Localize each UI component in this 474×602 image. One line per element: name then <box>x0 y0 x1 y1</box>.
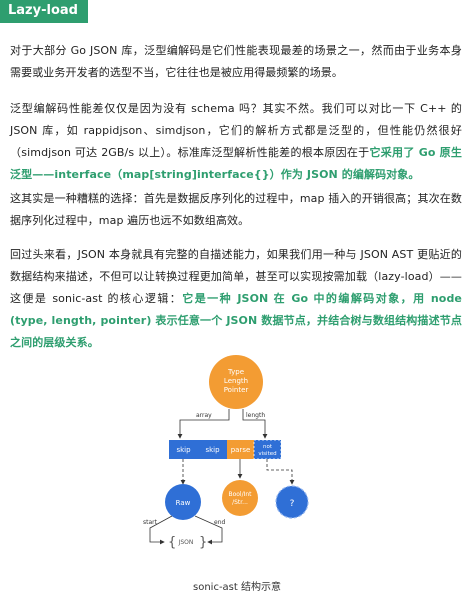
length-connector <box>242 409 268 439</box>
bool-label-1: Bool/Int <box>228 491 252 498</box>
cell-parse-label: parse <box>231 446 251 454</box>
start-connector <box>149 515 173 545</box>
json-label: JSON <box>178 539 194 546</box>
json-brace-right-icon: } <box>199 535 207 550</box>
length-label: length <box>246 412 265 419</box>
array-connector <box>177 409 230 439</box>
cell-parse <box>227 440 254 459</box>
paragraph-4-highlight: 它是一种 JSON 在 Go 中的编解码对象，用 node (type, len… <box>10 292 462 349</box>
not-visited-label-1: not <box>263 444 273 450</box>
paragraph-4-text: 回过头来看，JSON 本身就具有完整的自描述能力，如果我们用一种与 JSON A… <box>10 248 462 305</box>
root-label-length: Length <box>224 377 248 385</box>
root-label-pointer: Pointer <box>224 386 249 394</box>
paragraph-3: 这其实是一种糟糕的选择：首先是数据反序列化的过程中，map 插入的开销很高；其次… <box>10 188 462 232</box>
cell-not-visited <box>253 439 282 460</box>
paragraph-2-text: 泛型编解码性能差仅仅是因为没有 schema 吗？其实不然。我们可以对比一下 C… <box>10 102 462 159</box>
raw-label: Raw <box>176 499 191 507</box>
paragraph-2: 泛型编解码性能差仅仅是因为没有 schema 吗？其实不然。我们可以对比一下 C… <box>10 98 462 186</box>
paragraph-3-text: 这其实是一种糟糕的选择：首先是数据反序列化的过程中，map 插入的开销很高；其次… <box>10 192 462 227</box>
section-heading: Lazy-load <box>0 0 88 23</box>
paragraph-1: 对于大部分 Go JSON 库，泛型编解码是它们性能表现最差的场景之一，然而由于… <box>10 40 462 84</box>
root-node <box>209 355 263 409</box>
section-title: Lazy-load <box>8 3 78 18</box>
not-visited-label-2: visited <box>258 451 276 457</box>
cell-skip-1 <box>169 440 198 459</box>
start-label: start <box>143 519 158 526</box>
figure-caption-text: sonic-ast 结构示意 <box>193 582 281 593</box>
end-connector <box>194 515 223 545</box>
cell-skip-2 <box>198 440 227 459</box>
figure-caption: sonic-ast 结构示意 <box>0 578 474 593</box>
raw-node <box>165 484 201 520</box>
unknown-label: ? <box>290 499 295 509</box>
sonic-ast-diagram: Type Length Pointer array length skip sk… <box>0 350 474 580</box>
cell-skip-1-label: skip <box>176 446 191 454</box>
end-label: end <box>214 519 225 526</box>
cell-skip-2-label: skip <box>205 446 220 454</box>
paragraph-4: 回过头来看，JSON 本身就具有完整的自描述能力，如果我们用一种与 JSON A… <box>10 244 462 354</box>
paragraph-2-highlight: 它采用了 Go 原生泛型——interface（map[string]inter… <box>10 146 463 181</box>
json-brace-left-icon: { <box>168 535 176 550</box>
bool-int-str-node <box>222 480 258 516</box>
bool-label-2: /Str... <box>232 499 248 506</box>
diagram-svg: Type Length Pointer array length skip sk… <box>143 355 309 550</box>
notvisited-to-unknown-connector <box>266 459 295 485</box>
root-label-type: Type <box>227 368 244 376</box>
array-label: array <box>196 412 212 419</box>
paragraph-1-text: 对于大部分 Go JSON 库，泛型编解码是它们性能表现最差的场景之一，然而由于… <box>10 44 462 79</box>
unknown-node <box>275 485 309 519</box>
